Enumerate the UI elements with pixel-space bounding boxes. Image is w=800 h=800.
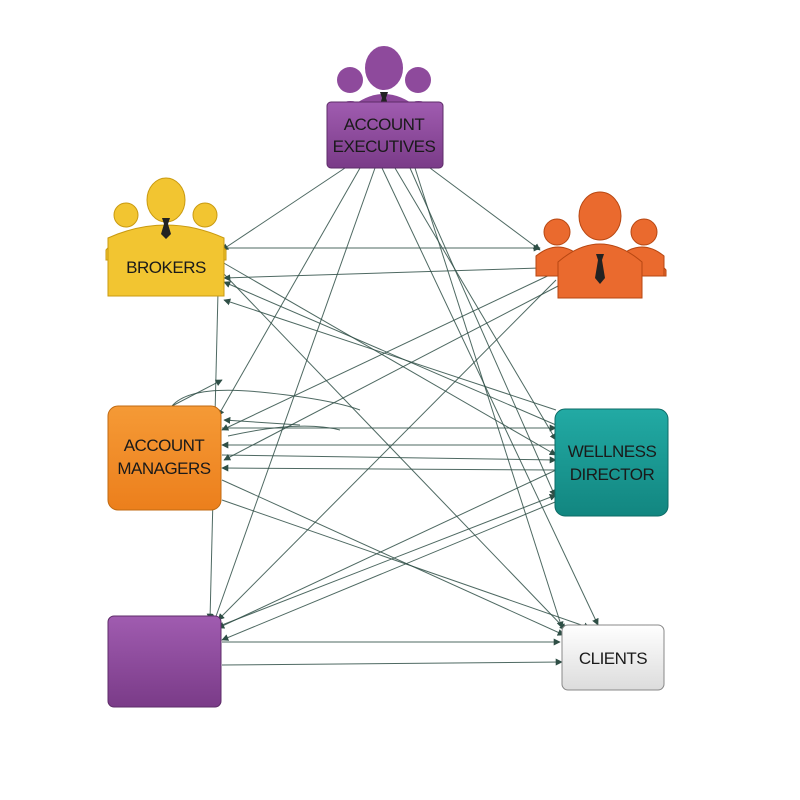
tie-icon — [161, 218, 171, 239]
edge-arrow — [221, 167, 346, 251]
edge-arrow — [217, 167, 361, 417]
account-executives-label-1: ACCOUNT — [344, 115, 425, 134]
node-brokers[interactable]: BROKERS — [105, 177, 227, 297]
edge-curve — [227, 425, 341, 437]
account-executives-label-2: EXECUTIVES — [333, 137, 436, 156]
edge-arrow — [409, 167, 556, 497]
node-purple-box[interactable] — [107, 615, 222, 708]
people-group-icon — [535, 191, 667, 299]
edge-arrow — [394, 167, 557, 441]
edge-arrow — [223, 284, 561, 461]
node-account-executives[interactable]: ACCOUNT EXECUTIVES — [326, 46, 444, 169]
node-orange-group[interactable] — [535, 191, 667, 299]
edge-arrow — [221, 271, 567, 631]
edge-arrow — [217, 279, 557, 621]
wellness-director-label-2: DIRECTOR — [570, 465, 655, 484]
account-managers-label-1: ACCOUNT — [124, 436, 205, 455]
brokers-box — [107, 224, 225, 297]
edge-arrow — [221, 658, 563, 666]
edge-arrow — [223, 416, 301, 426]
node-clients[interactable]: CLIENTS — [561, 624, 665, 691]
node-account-managers[interactable]: ACCOUNT MANAGERS — [107, 405, 222, 511]
wellness-director-label-1: WELLNESS — [568, 442, 657, 461]
node-wellness-director[interactable]: WELLNESS DIRECTOR — [554, 408, 669, 517]
edge-arrow — [217, 469, 557, 629]
edge-arrow — [429, 167, 541, 251]
edge-arrow — [221, 499, 561, 641]
edge-arrow — [221, 271, 557, 431]
edge-arrow — [221, 479, 565, 636]
edge-arrow — [223, 267, 541, 282]
brokers-label: BROKERS — [126, 258, 206, 277]
edge-arrow — [414, 167, 564, 629]
edge-arrow — [221, 494, 557, 626]
edge-arrow — [221, 464, 557, 472]
connection-edges — [171, 167, 599, 666]
edge-arrow — [221, 261, 557, 456]
edge-arrow — [223, 298, 557, 411]
account-managers-label-2: MANAGERS — [117, 459, 210, 478]
edge-arrow — [212, 167, 376, 623]
clients-label: CLIENTS — [579, 649, 647, 668]
edge-arrow — [221, 454, 557, 464]
edge-arrow — [223, 281, 557, 426]
edge-curve — [171, 389, 361, 411]
